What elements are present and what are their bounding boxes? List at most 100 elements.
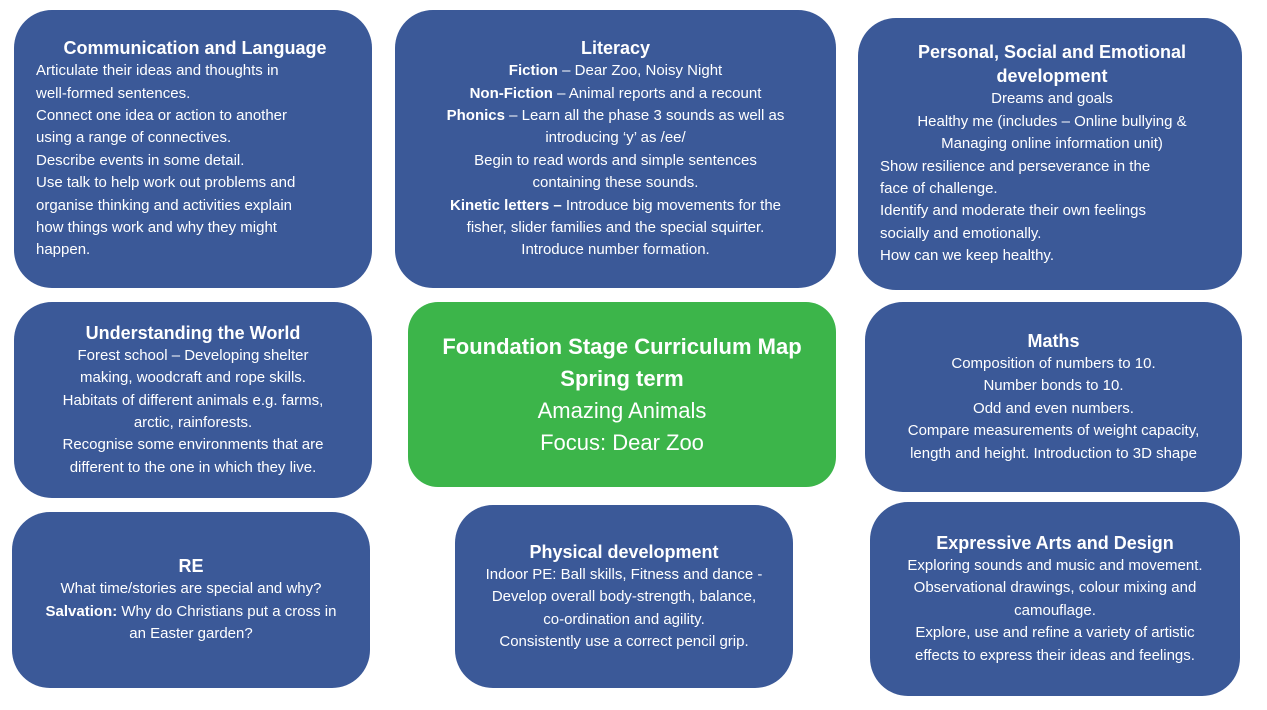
line-text: introducing ‘y’ as /ee/ xyxy=(545,129,686,147)
line-text: Introduce big movements for the xyxy=(561,196,781,214)
line-text: Focus: Dear Zoo xyxy=(540,429,704,455)
bold-label: Phonics xyxy=(446,106,505,124)
line-text: how things work and why they might xyxy=(36,219,277,237)
line-text: organise thinking and activities explain xyxy=(36,196,292,214)
line-text: Personal, Social and Emotional xyxy=(917,42,1187,63)
box-text-line: Forest school – Developing shelter xyxy=(32,345,354,367)
box-text-line: Identify and moderate their own feelings xyxy=(880,200,1224,222)
line-text: Habitats of different animals e.g. farms… xyxy=(62,391,324,409)
box-text-line: Exploring sounds and music and movement. xyxy=(888,555,1222,577)
line-text: face of challenge. xyxy=(880,180,998,197)
line-text: Understanding the World xyxy=(85,322,301,343)
box-text-line: Compare measurements of weight capacity, xyxy=(883,420,1224,442)
box-text-line: using a range of connectives. xyxy=(36,127,354,149)
line-text: How can we keep healthy. xyxy=(880,247,1054,265)
box-text-line: Non-Fiction – Animal reports and a recou… xyxy=(413,83,818,105)
box-text-line: Number bonds to 10. xyxy=(883,375,1224,397)
line-text: – Animal reports and a recount xyxy=(552,84,762,102)
line-text: happen. xyxy=(36,241,91,259)
line-text: Compare measurements of weight capacity, xyxy=(907,422,1200,440)
box-text-line: How can we keep healthy. xyxy=(880,245,1224,267)
personal-social-emotional-box: Personal, Social and Emotional developmen… xyxy=(858,18,1242,290)
line-text: effects to express their ideas and feeli… xyxy=(915,646,1195,664)
line-text: Consistently use a correct pencil grip. xyxy=(499,632,749,650)
box-text-line: Articulate their ideas and thoughts in xyxy=(36,60,354,82)
box-text-line: happen. xyxy=(36,239,354,261)
box-text-line: Recognise some environments that are xyxy=(32,434,354,456)
box-text-line: Consistently use a correct pencil grip. xyxy=(473,631,775,653)
box-text-line: Healthy me (includes – Online bullying & xyxy=(880,111,1224,133)
line-text: Connect one idea or action to another xyxy=(36,106,288,124)
box-text-line: Fiction – Dear Zoo, Noisy Night xyxy=(413,60,818,82)
line-text: Use talk to help work out problems and xyxy=(36,174,296,192)
box-heading: Communication and Language xyxy=(36,36,354,60)
line-text: Describe events in some detail. xyxy=(36,151,245,169)
box-text-line: Dreams and goals xyxy=(880,88,1224,110)
line-text: Develop overall body-strength, balance, xyxy=(491,588,757,606)
box-text-line: Develop overall body-strength, balance, xyxy=(473,586,775,608)
box-text-line: fisher, slider families and the special … xyxy=(413,217,818,239)
line-text: Observational drawings, colour mixing an… xyxy=(913,579,1197,597)
box-text-line: containing these sounds. xyxy=(413,172,818,194)
box-text-line: effects to express their ideas and feeli… xyxy=(888,645,1222,667)
box-text-line: Describe events in some detail. xyxy=(36,150,354,172)
box-text-line: Explore, use and refine a variety of art… xyxy=(888,622,1222,644)
box-text-line: Connect one idea or action to another xyxy=(36,105,354,127)
box-text-line: Habitats of different animals e.g. farms… xyxy=(32,390,354,412)
line-text: Explore, use and refine a variety of art… xyxy=(915,624,1195,642)
line-text: Recognise some environments that are xyxy=(62,436,324,454)
line-text: Amazing Animals xyxy=(537,397,707,423)
line-text: different to the one in which they live. xyxy=(69,458,317,476)
box-heading: development xyxy=(880,64,1224,88)
line-text: fisher, slider families and the special … xyxy=(466,219,765,237)
box-text-line: Amazing Animals xyxy=(426,395,818,427)
box-text-line: Begin to read words and simple sentences xyxy=(413,150,818,172)
box-text-line: socially and emotionally. xyxy=(880,223,1224,245)
line-text: development xyxy=(996,66,1108,87)
box-text-line: introducing ‘y’ as /ee/ xyxy=(413,127,818,149)
box-text-line: Indoor PE: Ball skills, Fitness and danc… xyxy=(473,564,775,586)
line-text: Indoor PE: Ball skills, Fitness and danc… xyxy=(485,565,763,583)
box-heading: Understanding the World xyxy=(32,321,354,345)
bold-label: Kinetic letters – xyxy=(450,196,562,214)
line-text: Exploring sounds and music and movement. xyxy=(907,556,1203,574)
box-text-line: Odd and even numbers. xyxy=(883,398,1224,420)
line-text: arctic, rainforests. xyxy=(133,414,253,431)
line-text: an Easter garden? xyxy=(129,625,253,643)
box-text-line: different to the one in which they live. xyxy=(32,457,354,479)
box-text-line: Phonics – Learn all the phase 3 sounds a… xyxy=(413,105,818,127)
line-text: Spring term xyxy=(560,365,684,391)
box-text-line: organise thinking and activities explain xyxy=(36,195,354,217)
line-text: Managing online information unit) xyxy=(941,135,1163,153)
line-text: Literacy xyxy=(580,38,651,59)
line-text: – Learn all the phase 3 sounds as well a… xyxy=(505,106,785,124)
box-text-line: how things work and why they might xyxy=(36,217,354,239)
box-text-line: Focus: Dear Zoo xyxy=(426,427,818,459)
box-text-line: Show resilience and perseverance in the xyxy=(880,156,1224,178)
box-text-line: Salvation: Why do Christians put a cross… xyxy=(30,601,352,623)
line-text: Healthy me (includes – Online bullying & xyxy=(917,112,1187,130)
line-text: Physical development xyxy=(529,541,719,562)
box-text-line: length and height. Introduction to 3D sh… xyxy=(883,443,1224,465)
bold-label: Non-Fiction xyxy=(469,84,553,102)
box-heading: Personal, Social and Emotional xyxy=(880,40,1224,64)
box-heading: RE xyxy=(30,554,352,578)
box-heading: Maths xyxy=(883,329,1224,353)
box-heading: Expressive Arts and Design xyxy=(888,531,1222,555)
line-text: Communication and Language xyxy=(63,38,327,59)
line-text: Foundation Stage Curriculum Map xyxy=(442,333,802,359)
line-text: Why do Christians put a cross in xyxy=(117,602,337,620)
line-text: containing these sounds. xyxy=(532,174,699,192)
box-text-line: Composition of numbers to 10. xyxy=(883,353,1224,375)
line-text: using a range of connectives. xyxy=(36,129,232,147)
line-text: Number bonds to 10. xyxy=(983,377,1124,395)
box-text-line: arctic, rainforests. xyxy=(32,412,354,434)
line-text: well-formed sentences. xyxy=(36,84,191,102)
box-text-line: camouflage. xyxy=(888,600,1222,622)
